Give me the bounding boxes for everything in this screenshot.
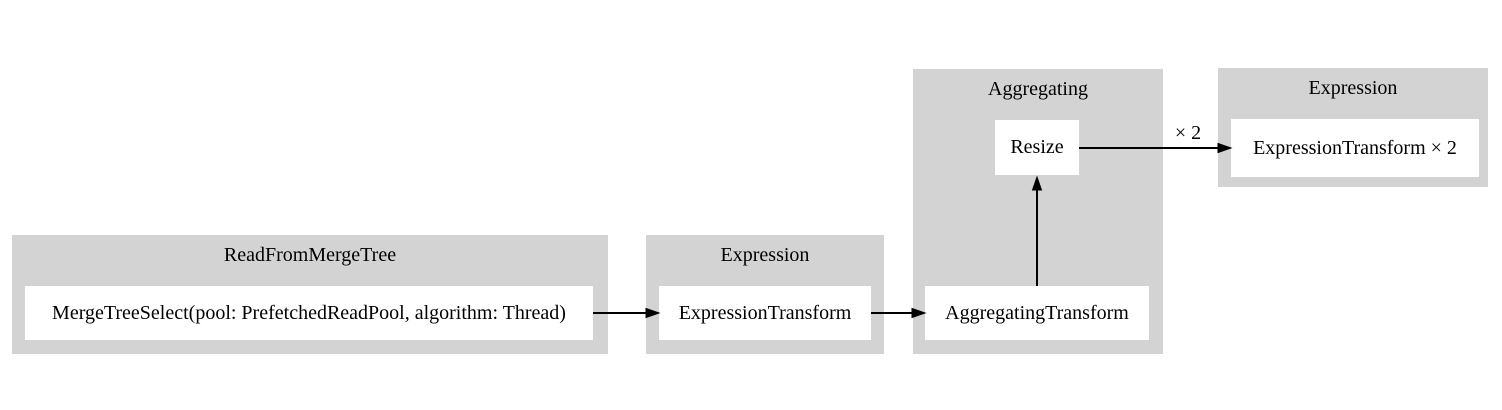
cluster-expression-2: Expression ExpressionTransform × 2: [1218, 68, 1488, 187]
node-expressiontransform-label: ExpressionTransform: [678, 301, 852, 324]
node-expressiontransform-x2-label: ExpressionTransform × 2: [1253, 136, 1457, 159]
node-expressiontransform-x2: ExpressionTransform × 2: [1231, 119, 1479, 177]
node-aggregatingtransform-label: AggregatingTransform: [945, 301, 1129, 324]
cluster-aggregating-title: Aggregating: [988, 78, 1088, 100]
node-mergetreeselect-label: MergeTreeSelect(pool: PrefetchedReadPool…: [52, 301, 566, 324]
cluster-readfrommergetree: ReadFromMergeTree MergeTreeSelect(pool: …: [12, 235, 608, 354]
node-resize: Resize: [995, 120, 1079, 175]
cluster-expression-1-title: Expression: [720, 244, 810, 266]
cluster-readfrommergetree-title: ReadFromMergeTree: [223, 244, 397, 266]
cluster-expression-2-title: Expression: [1308, 77, 1398, 99]
node-expressiontransform: ExpressionTransform: [659, 286, 871, 340]
edge-multiplicity-label: × 2: [1174, 122, 1202, 144]
node-resize-label: Resize: [1010, 136, 1064, 158]
node-mergetreeselect: MergeTreeSelect(pool: PrefetchedReadPool…: [25, 286, 593, 340]
cluster-aggregating: Aggregating Resize AggregatingTransform: [913, 69, 1163, 354]
node-aggregatingtransform: AggregatingTransform: [925, 286, 1149, 340]
cluster-expression-1: Expression ExpressionTransform: [646, 235, 884, 354]
